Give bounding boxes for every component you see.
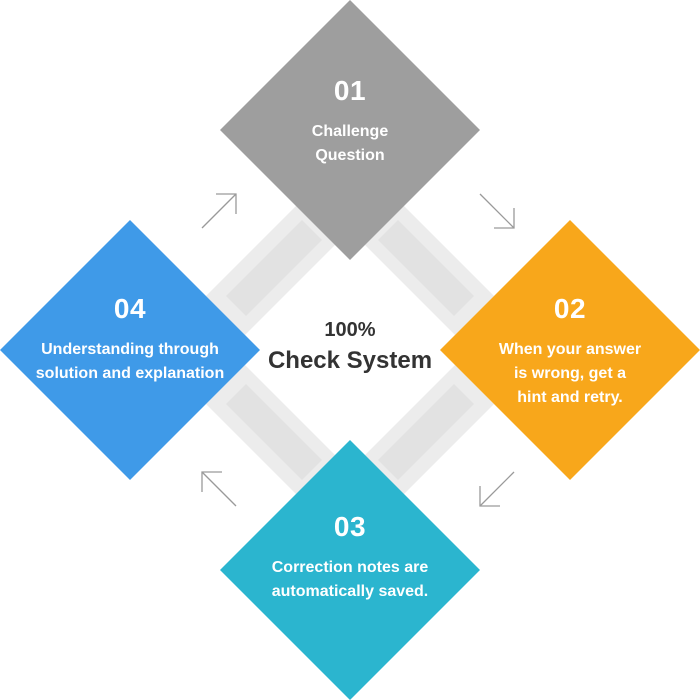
arrow-up-left-icon bbox=[201, 471, 237, 507]
arrow-down-left-icon bbox=[479, 471, 515, 507]
band-top-left-inner bbox=[226, 220, 322, 316]
step-04-diamond bbox=[0, 220, 260, 480]
step-04-label: 04 Understanding through solution and ex… bbox=[10, 292, 250, 386]
band-bottom-left-inner bbox=[226, 384, 322, 480]
step-02-number: 02 bbox=[553, 293, 587, 324]
step-01-diamond bbox=[220, 0, 480, 260]
step-03-diamond bbox=[220, 440, 480, 700]
step-03-text-line1: Correction notes are bbox=[271, 559, 429, 576]
step-02-text-line3: hint and retry. bbox=[517, 389, 623, 406]
step-04-text-line2: solution and explanation bbox=[35, 365, 225, 382]
center-diamond bbox=[230, 230, 470, 470]
connector-bands bbox=[206, 200, 494, 500]
step-01-text-line1: Challenge bbox=[311, 123, 389, 140]
arrow-up-right-icon bbox=[201, 193, 237, 229]
step-03-number: 03 bbox=[333, 511, 367, 542]
step-02-label: 02 When your answer is wrong, get a hint… bbox=[460, 292, 680, 410]
step-03-text-line2: automatically saved. bbox=[271, 583, 429, 600]
step-01-label: 01 Challenge Question bbox=[240, 74, 460, 168]
center-label: 100% Check System bbox=[250, 316, 450, 378]
center-label-line2: Check System bbox=[267, 347, 433, 374]
arrow-down-right-icon bbox=[479, 193, 515, 229]
step-01-number: 01 bbox=[333, 75, 367, 106]
band-bottom-right-inner bbox=[378, 384, 474, 480]
step-02-text-line1: When your answer bbox=[498, 341, 642, 358]
step-04-number: 04 bbox=[113, 293, 147, 324]
step-03-label: 03 Correction notes are automatically sa… bbox=[230, 510, 470, 604]
step-02-diamond bbox=[440, 220, 700, 480]
step-02-text-line2: is wrong, get a bbox=[513, 365, 626, 382]
band-top-right-inner bbox=[378, 220, 474, 316]
step-04-text-line1: Understanding through bbox=[41, 341, 219, 358]
step-01-text-line2: Question bbox=[315, 147, 385, 164]
center-label-line1: 100% bbox=[324, 319, 376, 341]
